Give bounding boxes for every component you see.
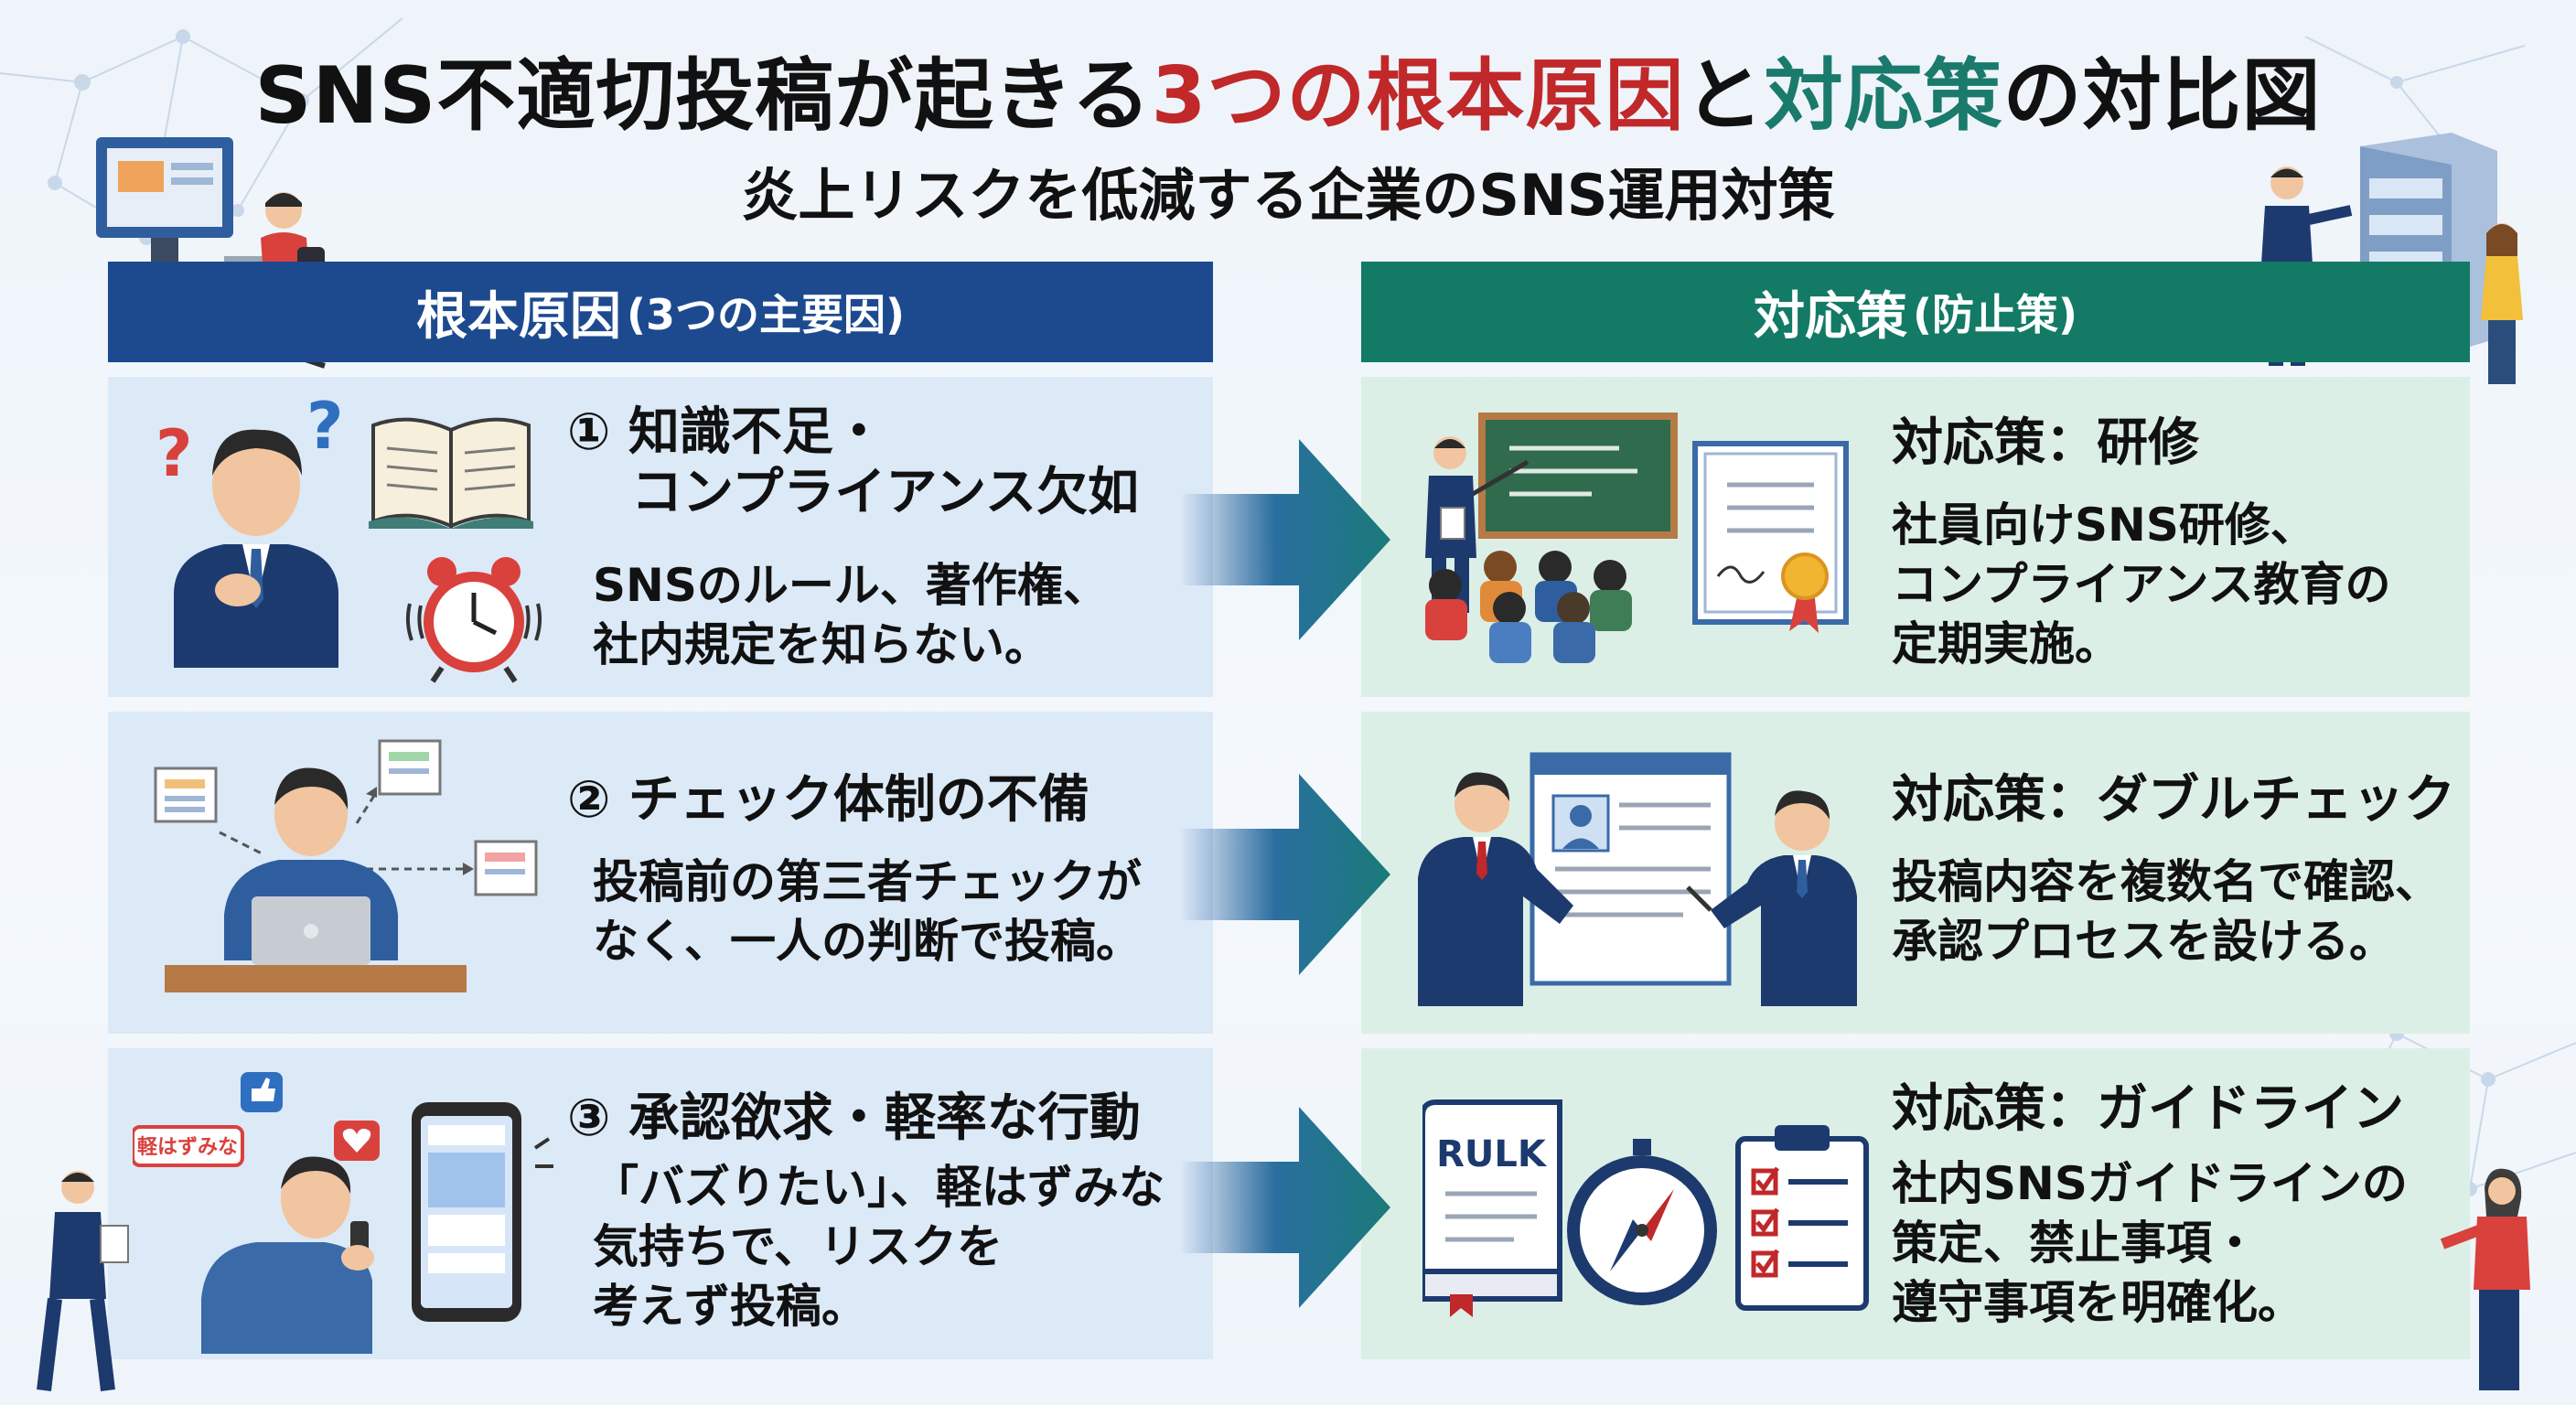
measure-2-description: 投稿内容を複数名で確認、承認プロセスを設ける。: [1892, 855, 2441, 968]
rule-book-icon: RULK: [1422, 1099, 1562, 1317]
svg-text:?: ?: [306, 393, 344, 464]
arrow-right-icon: [1180, 1107, 1390, 1308]
cause-3-title: ③ 承認欲求・軽率な行動: [567, 1089, 1141, 1148]
cause-2-title: ② チェック体制の不備: [567, 770, 1089, 830]
businessman-icon: [37, 1171, 129, 1391]
cause-3-description: 「バズりたい」、軽はずみな気持ちで、リスクを考えず投稿。: [593, 1161, 1165, 1333]
page-title: SNS不適切投稿が起きる3つの根本原因と対応策の対比図: [254, 50, 2322, 142]
cause-2-description: 投稿前の第三者チェックがなく、一人の判断で投稿。: [593, 855, 1142, 968]
measure-1-description: 社員向けSNS研修、コンプライアンス教育の定期実施。: [1892, 499, 2391, 670]
person-thinking-icon: ? ?: [156, 393, 344, 668]
alarm-clock-icon: [405, 557, 542, 683]
cause-1-description: SNSのルール、著作権、社内規定を知らない。: [593, 559, 1109, 671]
book-label: RULK: [1436, 1133, 1548, 1175]
speech-bubble-text: 軽はずみな: [137, 1135, 238, 1159]
measure-3-description: 社内SNSガイドラインの策定、禁止事項・遵守事項を明確化。: [1892, 1157, 2408, 1329]
presenter-icon: [1425, 413, 1678, 663]
measure-1-title: 対応策：研修: [1892, 413, 2199, 473]
person-laptop-icon: [154, 739, 538, 992]
measure-3-title: 対応策：ガイドライン: [1892, 1079, 2404, 1139]
checklist-icon: [1735, 1125, 1869, 1311]
document-icon: [154, 767, 218, 823]
arrow-right-icon: [1180, 439, 1390, 640]
page-subtitle: 炎上リスクを低減する企業のSNS運用対策: [741, 162, 1835, 229]
two-businessmen-icon: [1418, 752, 1857, 1006]
businesswoman-icon: [2440, 1168, 2530, 1390]
certificate-icon: [1692, 441, 1849, 633]
speech-bubble: [133, 1125, 244, 1167]
arrow-right-icon: [1180, 774, 1390, 975]
cause-1-title: ① 知識不足・コンプライアンス欠如: [567, 402, 1139, 523]
countermeasure-header: 対応策(防止策): [1361, 262, 2470, 362]
root-cause-header: 根本原因(3つの主要因): [108, 262, 1213, 362]
whiteboard-icon: [1478, 413, 1678, 539]
open-book-icon: [369, 417, 533, 530]
compass-icon: [1567, 1139, 1717, 1305]
measure-2-title: 対応策：ダブルチェック: [1892, 770, 2455, 830]
smartphone-icon: 軽はずみな: [133, 1072, 553, 1354]
svg-text:?: ?: [156, 416, 193, 491]
